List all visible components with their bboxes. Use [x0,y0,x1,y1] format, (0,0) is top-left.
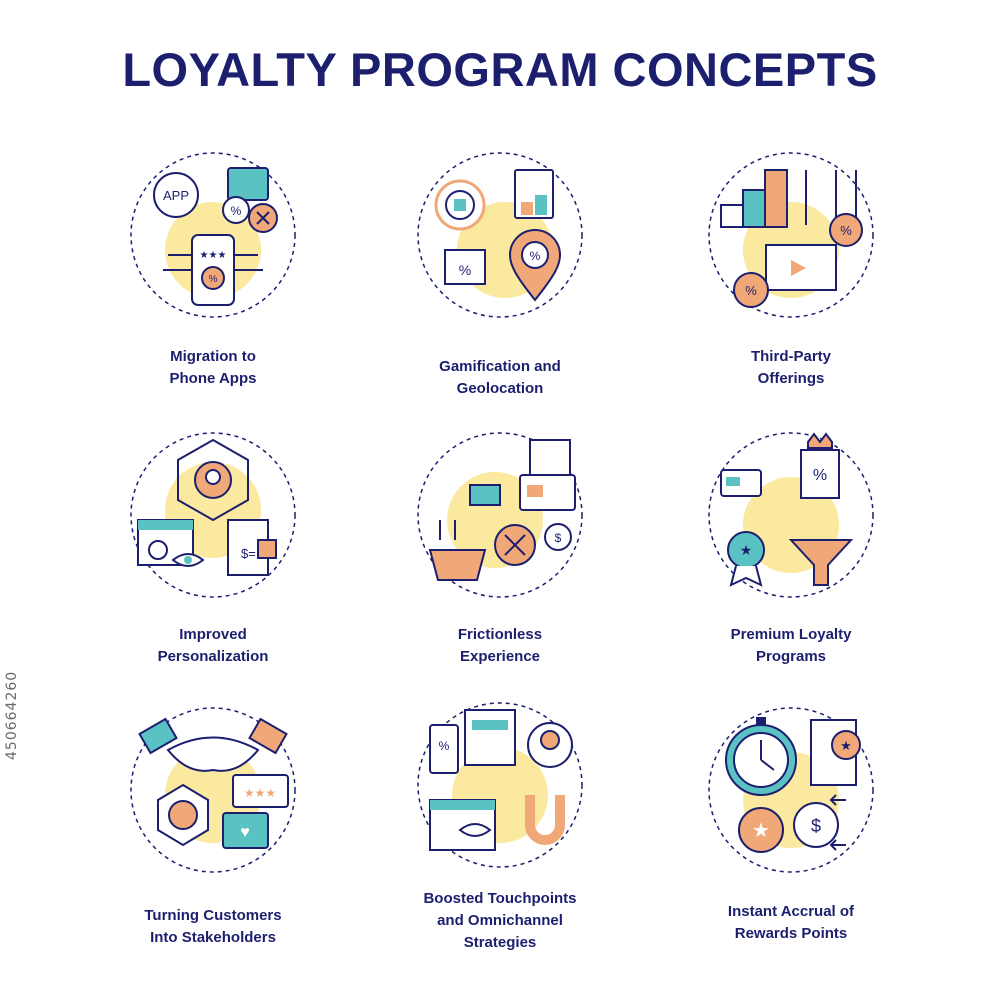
svg-text:%: % [209,274,218,285]
personalization-icon: $= [130,432,296,598]
page-title: LOYALTY PROGRAM CONCEPTS [122,43,878,96]
label-line: Improved [179,626,247,643]
concept-label: Boosted Touchpoints and Omnichannel Stra… [375,888,625,954]
svg-text:★: ★ [740,542,753,558]
svg-text:$: $ [811,816,821,836]
omnichannel-touchpoints-icon: % [417,702,583,868]
label-line: Geolocation [456,380,544,397]
concept-label: Instant Accrual of Rewards Points [666,901,916,945]
svg-text:%: % [459,262,471,278]
label-line: Offerings [757,370,825,387]
svg-text:★★★: ★★★ [244,786,276,800]
svg-text:★: ★ [840,738,852,753]
svg-text:★★★: ★★★ [200,250,227,261]
svg-text:%: % [530,249,541,263]
gamification-geolocation-icon: % % [417,152,583,318]
label-line: Turning Customers [144,907,282,924]
concept-label: Improved Personalization [88,624,338,668]
third-party-offerings-icon: % % [708,152,874,318]
concept-label: Third-Party Offerings [666,346,916,390]
concept-label: Premium Loyalty Programs [666,624,916,668]
label-line: Phone Apps [169,370,257,387]
label-line: Gamification and [439,358,561,375]
label-line: Into Stakeholders [150,929,276,946]
label-line: Personalization [157,648,269,665]
label-line: Frictionless [457,626,543,643]
label-line: Strategies [463,934,537,951]
concept-label: Migration to Phone Apps [88,346,338,390]
svg-text:$: $ [555,531,562,545]
label-line: and Omnichannel [437,912,563,929]
concept-label: Turning Customers Into Stakeholders [88,905,338,949]
label-line: Experience [459,648,541,665]
svg-text:%: % [439,739,450,753]
label-line: Programs [755,648,827,665]
label-line: Rewards Points [734,925,848,942]
stock-id-label: 450664260 [4,670,20,760]
premium-loyalty-icon: % ★ [708,432,874,598]
concept-label: Frictionless Experience [375,624,625,668]
svg-text:%: % [231,204,242,218]
label-line: Instant Accrual of [727,903,855,920]
svg-text:%: % [840,223,852,238]
svg-text:%: % [813,467,827,484]
label-line: Third-Party [750,348,831,365]
phone-app-icon: APP % ★★★ % [130,152,296,318]
svg-text:%: % [745,283,757,298]
label-line: Boosted Touchpoints [423,890,577,907]
label-line: Migration to [170,348,256,365]
handshake-stakeholders-icon: ★★★ ♥ [130,707,296,873]
svg-text:♥: ♥ [240,824,250,841]
svg-text:★: ★ [752,820,770,842]
svg-text:$=: $= [241,546,256,561]
rewards-points-icon: ★ ★ $ [708,707,874,873]
svg-text:APP: APP [163,188,189,203]
label-line: Premium Loyalty [730,626,852,643]
frictionless-experience-icon: $ [417,432,583,598]
concept-label: Gamification and Geolocation [375,356,625,400]
